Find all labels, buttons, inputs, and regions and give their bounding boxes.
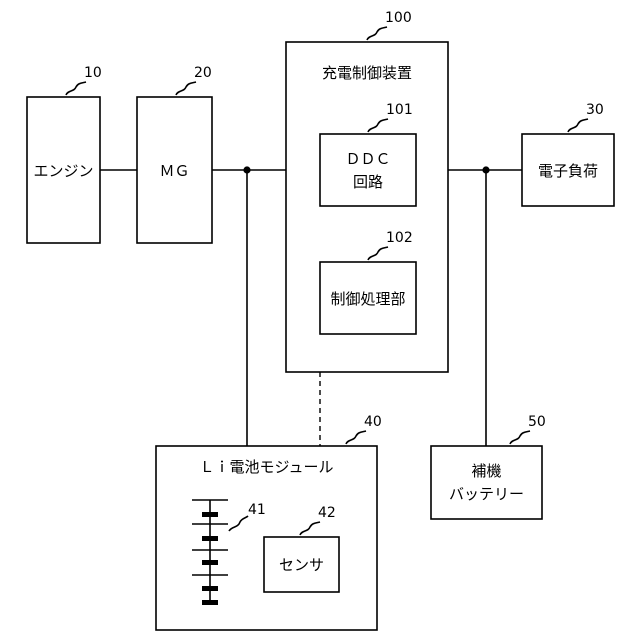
mg-label: ＭＧ [159,162,189,180]
engine-label: エンジン [33,162,93,180]
ddc-ref: 101 [386,102,413,118]
ddc-label-line1: ＤＤＣ [345,150,390,168]
li-module-ref-leader [346,431,366,444]
ddc-label-line2: 回路 [353,173,383,191]
charge-controller-block: 充電制御装置 100 ＤＤＣ 回路 101 制御処理部 102 [286,10,448,372]
li-module-label: Ｌｉ電池モジュール [200,458,334,476]
mg-ref: 20 [194,65,212,81]
aux-battery-ref: 50 [528,414,546,430]
control-ref: 102 [386,230,413,246]
load-ref: 30 [586,102,604,118]
li-module-ref: 40 [364,414,382,430]
mg-block: ＭＧ 20 [137,65,212,243]
engine-block: エンジン 10 [27,65,102,243]
cell-2-negative-plate [202,536,218,541]
engine-ref-leader [66,82,86,95]
cell-1-negative-plate [202,512,218,517]
charge-controller-ref: 100 [385,10,412,26]
engine-ref: 10 [84,65,102,81]
sensor-ref: 42 [318,505,336,521]
charge-controller-label: 充電制御装置 [322,64,412,82]
cell-4-negative-plate [202,586,218,591]
aux-battery-block: 補機 バッテリー 50 [431,414,546,519]
junction-node-right [482,166,489,173]
li-battery-module-block: Ｌｉ電池モジュール 40 41 センサ 42 [156,414,382,630]
control-label: 制御処理部 [330,290,405,308]
charge-controller-ref-leader [367,27,387,40]
junction-node-left [243,166,250,173]
aux-battery-ref-leader [510,431,530,444]
sensor-label: センサ [279,556,324,574]
load-label: 電子負荷 [538,162,598,180]
cell-3-negative-plate [202,560,218,565]
aux-battery-label-line2: バッテリー [449,485,524,503]
mg-ref-leader [176,82,196,95]
cells-ref: 41 [248,502,266,518]
load-ref-leader [568,119,588,132]
cell-stack-bottom-plate [202,600,218,605]
electronic-load-block: 電子負荷 30 [522,102,614,206]
aux-battery-label-line1: 補機 [471,462,501,480]
